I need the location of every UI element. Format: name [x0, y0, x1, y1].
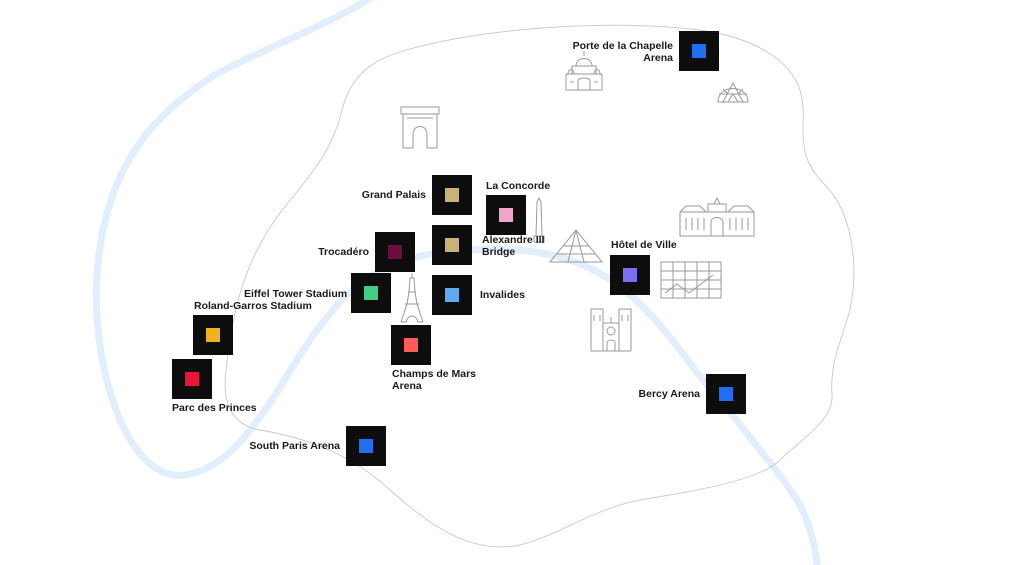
- venue-marker-bercy-arena[interactable]: [706, 374, 746, 414]
- venue-label-la-concorde: La Concorde: [486, 180, 551, 192]
- venue-label-invalides: Invalides: [480, 289, 525, 301]
- pompidou-centre-icon: [659, 260, 723, 300]
- arc-de-triomphe-icon: [399, 104, 441, 150]
- venue-color-dot: [445, 288, 459, 302]
- venue-label-trocadero: Trocadéro: [318, 246, 369, 258]
- notre-dame-icon: [589, 303, 633, 353]
- eiffel-tower-icon: [399, 272, 425, 324]
- venue-marker-trocadero[interactable]: [375, 232, 415, 272]
- venue-marker-champs-de-mars-arena[interactable]: [391, 325, 431, 365]
- venue-marker-parc-des-princes[interactable]: [172, 359, 212, 399]
- venue-label-bercy-arena: Bercy Arena: [638, 388, 700, 400]
- hotel-de-ville-building-icon: [678, 196, 756, 238]
- venue-color-dot: [388, 245, 402, 259]
- venue-marker-porte-de-la-chapelle[interactable]: [679, 31, 719, 71]
- geode-icon: [716, 78, 750, 104]
- obelisk-icon: [532, 196, 546, 244]
- venue-color-dot: [364, 286, 378, 300]
- venue-label-hotel-de-ville: Hôtel de Ville: [611, 239, 677, 251]
- venue-marker-alexandre-iii-bridge[interactable]: [432, 225, 472, 265]
- venue-color-dot: [719, 387, 733, 401]
- venue-marker-eiffel-tower-stadium[interactable]: [351, 273, 391, 313]
- venue-marker-grand-palais[interactable]: [432, 175, 472, 215]
- venue-color-dot: [692, 44, 706, 58]
- venue-marker-roland-garros-stadium[interactable]: [193, 315, 233, 355]
- venue-color-dot: [623, 268, 637, 282]
- sacre-coeur-icon: [562, 48, 606, 92]
- venue-label-south-paris-arena: South Paris Arena: [249, 440, 340, 452]
- venue-color-dot: [404, 338, 418, 352]
- venue-label-parc-des-princes: Parc des Princes: [172, 402, 257, 414]
- venue-label-eiffel-tower-stadium: Eiffel Tower Stadium: [244, 288, 348, 300]
- paris-boundary: [224, 24, 855, 548]
- venue-marker-hotel-de-ville[interactable]: [610, 255, 650, 295]
- venue-marker-south-paris-arena[interactable]: [346, 426, 386, 466]
- venue-color-dot: [185, 372, 199, 386]
- venue-color-dot: [359, 439, 373, 453]
- venue-color-dot: [445, 188, 459, 202]
- venue-color-dot: [445, 238, 459, 252]
- louvre-pyramid-icon: [548, 226, 604, 264]
- venue-color-dot: [499, 208, 513, 222]
- venue-marker-invalides[interactable]: [432, 275, 472, 315]
- venue-color-dot: [206, 328, 220, 342]
- venue-marker-la-concorde[interactable]: [486, 195, 526, 235]
- venue-label-grand-palais: Grand Palais: [361, 189, 426, 201]
- venue-label-roland-garros-stadium: Roland-Garros Stadium: [194, 300, 312, 312]
